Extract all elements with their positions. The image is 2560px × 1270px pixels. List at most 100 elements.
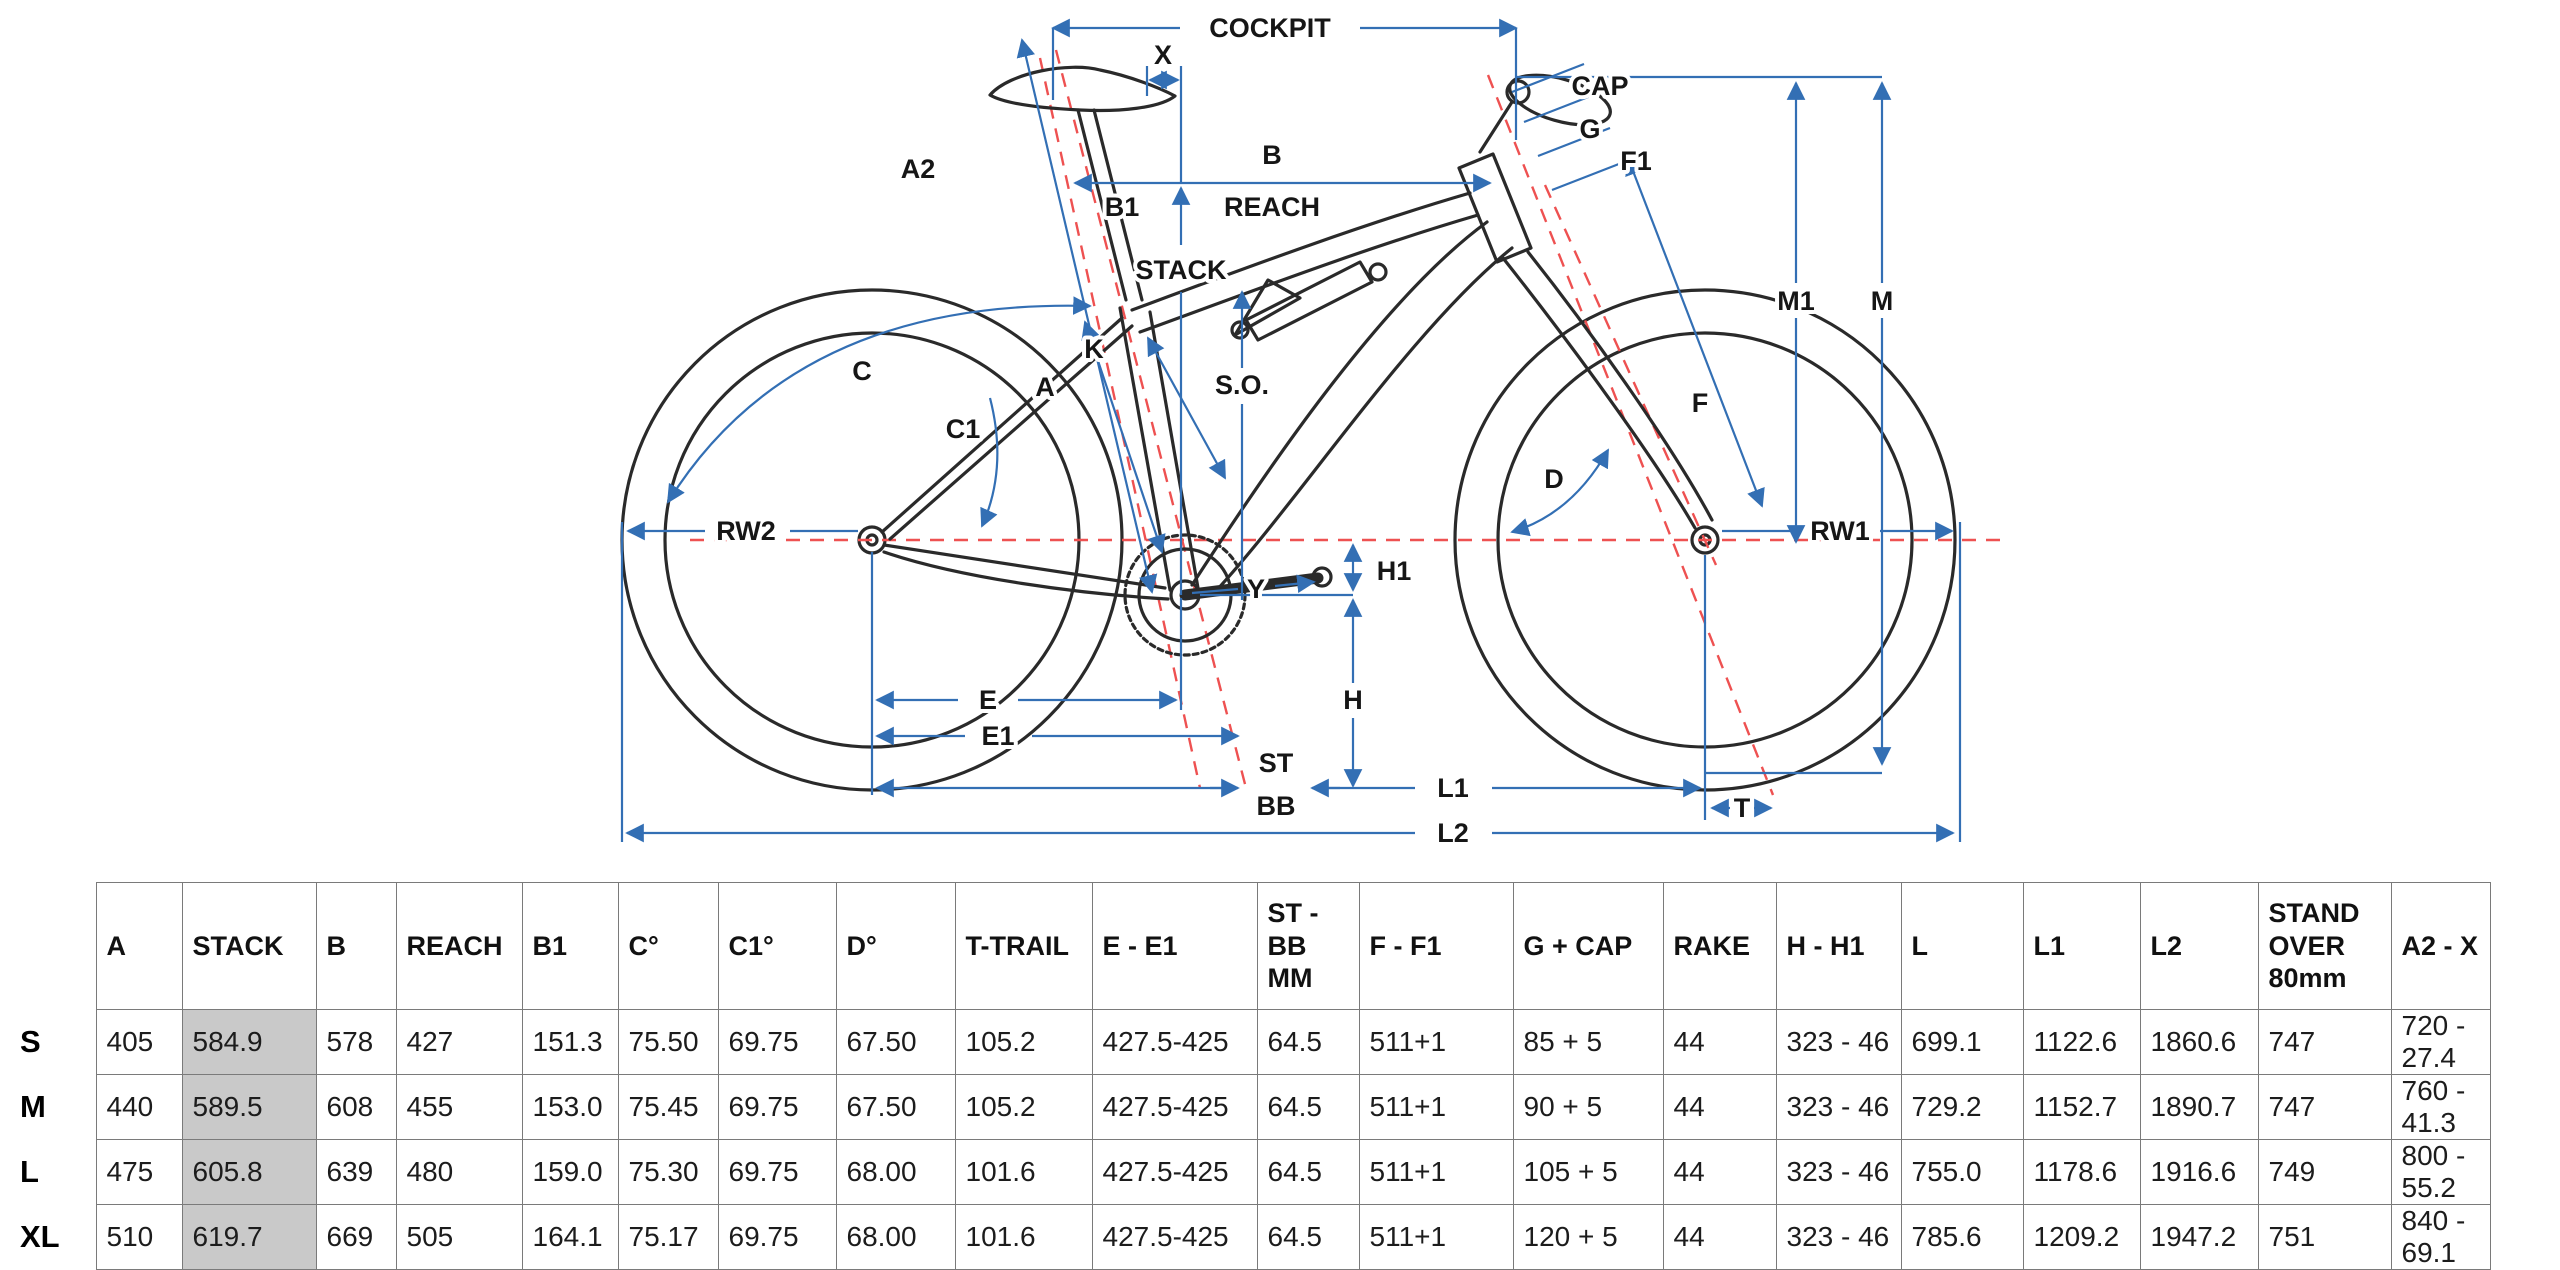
dimension-lines [620, 18, 1962, 843]
size-label: L [0, 1139, 96, 1205]
cell-l-7: 68.00 [835, 1139, 956, 1205]
cell-s-9: 427.5-425 [1091, 1009, 1258, 1075]
cell-s-18: 747 [2257, 1009, 2392, 1075]
cell-xl-3: 505 [395, 1204, 523, 1270]
cell-s-16: 1122.6 [2022, 1009, 2141, 1075]
column-header-stand-over-80mm: STAND OVER 80mm [2257, 882, 2392, 1010]
size-label: S [0, 1009, 96, 1075]
cell-xl-16: 1209.2 [2022, 1204, 2141, 1270]
cell-m-11: 511+1 [1358, 1074, 1514, 1140]
cell-s-10: 64.5 [1256, 1009, 1360, 1075]
label-st: ST [1259, 748, 1294, 778]
label-m1: M1 [1777, 286, 1815, 316]
cell-s-1: 584.9 [181, 1009, 317, 1075]
column-header-l2: L2 [2139, 882, 2259, 1010]
size-column-header [0, 882, 96, 1010]
label-c1: C1 [946, 414, 981, 444]
label-t: T [1734, 793, 1751, 823]
cell-l-6: 69.75 [717, 1139, 837, 1205]
label-a2: A2 [901, 154, 936, 184]
cell-xl-17: 1947.2 [2139, 1204, 2259, 1270]
cell-s-19: 720 - 27.4 [2390, 1009, 2491, 1075]
cell-xl-4: 164.1 [521, 1204, 619, 1270]
cell-m-12: 90 + 5 [1512, 1074, 1664, 1140]
cell-m-15: 729.2 [1900, 1074, 2024, 1140]
cell-l-10: 64.5 [1256, 1139, 1360, 1205]
label-rw1: RW1 [1810, 516, 1870, 546]
cell-m-18: 747 [2257, 1074, 2392, 1140]
cell-xl-10: 64.5 [1256, 1204, 1360, 1270]
cell-s-13: 44 [1662, 1009, 1777, 1075]
cell-xl-1: 619.7 [181, 1204, 317, 1270]
cell-s-17: 1860.6 [2139, 1009, 2259, 1075]
cell-xl-11: 511+1 [1358, 1204, 1514, 1270]
cell-l-14: 323 - 46 [1775, 1139, 1902, 1205]
label-rw2: RW2 [716, 516, 776, 546]
column-header-rake: RAKE [1662, 882, 1777, 1010]
cell-s-8: 105.2 [954, 1009, 1093, 1075]
column-header-reach: REACH [395, 882, 523, 1010]
label-bb: BB [1257, 791, 1296, 821]
cell-s-12: 85 + 5 [1512, 1009, 1664, 1075]
cell-m-10: 64.5 [1256, 1074, 1360, 1140]
axis-lines [690, 49, 2010, 796]
size-label: XL [0, 1204, 96, 1270]
column-header-l1: L1 [2022, 882, 2141, 1010]
cell-s-4: 151.3 [521, 1009, 619, 1075]
column-header-stack: STACK [181, 882, 317, 1010]
label-stack: STACK [1136, 255, 1227, 285]
column-header-e-e1: E - E1 [1091, 882, 1258, 1010]
dim-y [1191, 587, 1239, 595]
cell-l-9: 427.5-425 [1091, 1139, 1258, 1205]
dimension-labels: COCKPIT X CAP G F1 B REACH B1 STACK A2 M… [712, 9, 1897, 852]
cell-l-2: 639 [315, 1139, 397, 1205]
label-h: H [1343, 685, 1363, 715]
cell-xl-0: 510 [95, 1204, 183, 1270]
column-header-f-f1: F - F1 [1358, 882, 1514, 1010]
cell-s-7: 67.50 [835, 1009, 956, 1075]
cell-xl-15: 785.6 [1900, 1204, 2024, 1270]
cell-l-0: 475 [95, 1139, 183, 1205]
column-header-b1: B1 [521, 882, 619, 1010]
cell-l-16: 1178.6 [2022, 1139, 2141, 1205]
cell-m-0: 440 [95, 1074, 183, 1140]
cell-l-15: 755.0 [1900, 1139, 2024, 1205]
cell-m-8: 105.2 [954, 1074, 1093, 1140]
column-header-g-cap: G + CAP [1512, 882, 1664, 1010]
cell-s-6: 69.75 [717, 1009, 837, 1075]
cell-m-7: 67.50 [835, 1074, 956, 1140]
cell-m-1: 589.5 [181, 1074, 317, 1140]
cell-l-17: 1916.6 [2139, 1139, 2259, 1205]
cell-s-15: 699.1 [1900, 1009, 2024, 1075]
label-b: B [1262, 140, 1282, 170]
column-header-d-: D° [835, 882, 956, 1010]
label-l1: L1 [1437, 773, 1469, 803]
cell-s-0: 405 [95, 1009, 183, 1075]
column-header-b: B [315, 882, 397, 1010]
cell-m-9: 427.5-425 [1091, 1074, 1258, 1140]
column-header-t-trail: T-TRAIL [954, 882, 1093, 1010]
label-y: Y [1247, 574, 1265, 604]
cell-l-3: 480 [395, 1139, 523, 1205]
cell-xl-7: 68.00 [835, 1204, 956, 1270]
column-header-a2-x: A2 - X [2390, 882, 2491, 1010]
column-header-h-h1: H - H1 [1775, 882, 1902, 1010]
dim-c-arc [667, 296, 1092, 504]
cell-l-13: 44 [1662, 1139, 1777, 1205]
cell-xl-8: 101.6 [954, 1204, 1093, 1270]
cell-m-13: 44 [1662, 1074, 1777, 1140]
cell-m-19: 760 - 41.3 [2390, 1074, 2491, 1140]
cell-m-6: 69.75 [717, 1074, 837, 1140]
label-a: A [1035, 372, 1055, 402]
cell-xl-13: 44 [1662, 1204, 1777, 1270]
cell-xl-12: 120 + 5 [1512, 1204, 1664, 1270]
frame-outline [880, 65, 1714, 657]
cell-xl-2: 669 [315, 1204, 397, 1270]
label-e: E [979, 685, 997, 715]
